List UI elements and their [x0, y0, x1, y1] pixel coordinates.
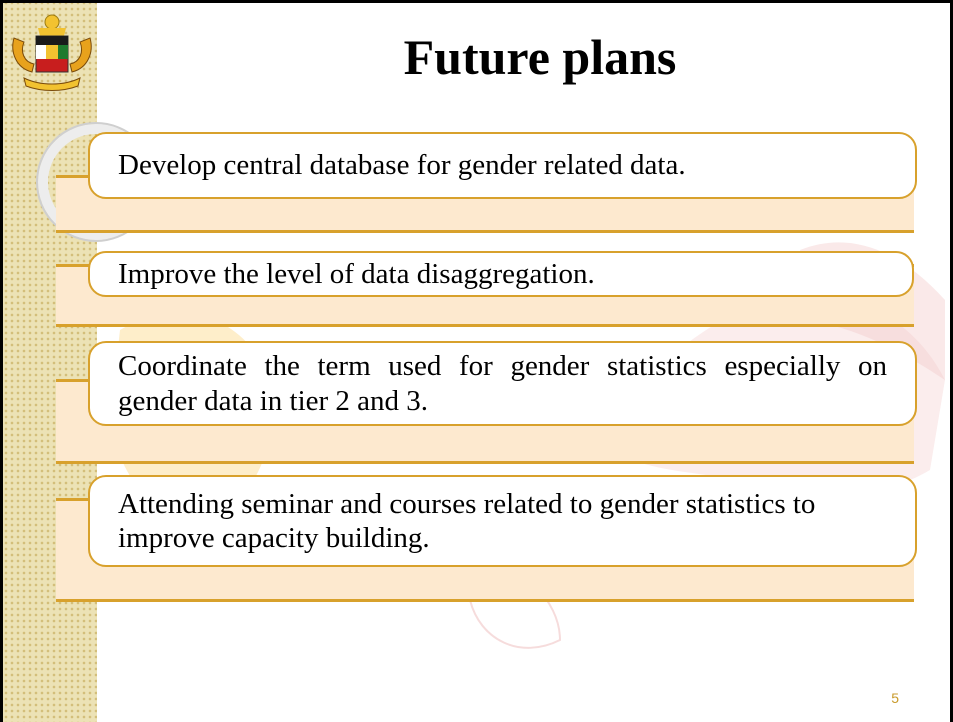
plan-item-3: Coordinate the term used for gender stat… [88, 341, 917, 426]
coat-of-arms-icon [12, 14, 92, 91]
slide-title: Future plans [403, 29, 677, 85]
plan-item-3-text: Coordinate the term used for gender stat… [118, 350, 887, 417]
decorative-strip [3, 0, 97, 722]
page-number: 5 [891, 690, 899, 706]
plan-item-1: Develop central database for gender rela… [88, 132, 917, 199]
frame-right [950, 0, 953, 722]
plan-item-2: Improve the level of data disaggregation… [88, 251, 914, 297]
plan-item-4-text: Attending seminar and courses related to… [118, 487, 816, 554]
plan-item-2-text: Improve the level of data disaggregation… [118, 257, 595, 290]
plan-item-1-text: Develop central database for gender rela… [118, 149, 686, 182]
frame-top [0, 0, 953, 3]
frame-left [0, 0, 3, 722]
plan-item-4: Attending seminar and courses related to… [88, 475, 917, 567]
